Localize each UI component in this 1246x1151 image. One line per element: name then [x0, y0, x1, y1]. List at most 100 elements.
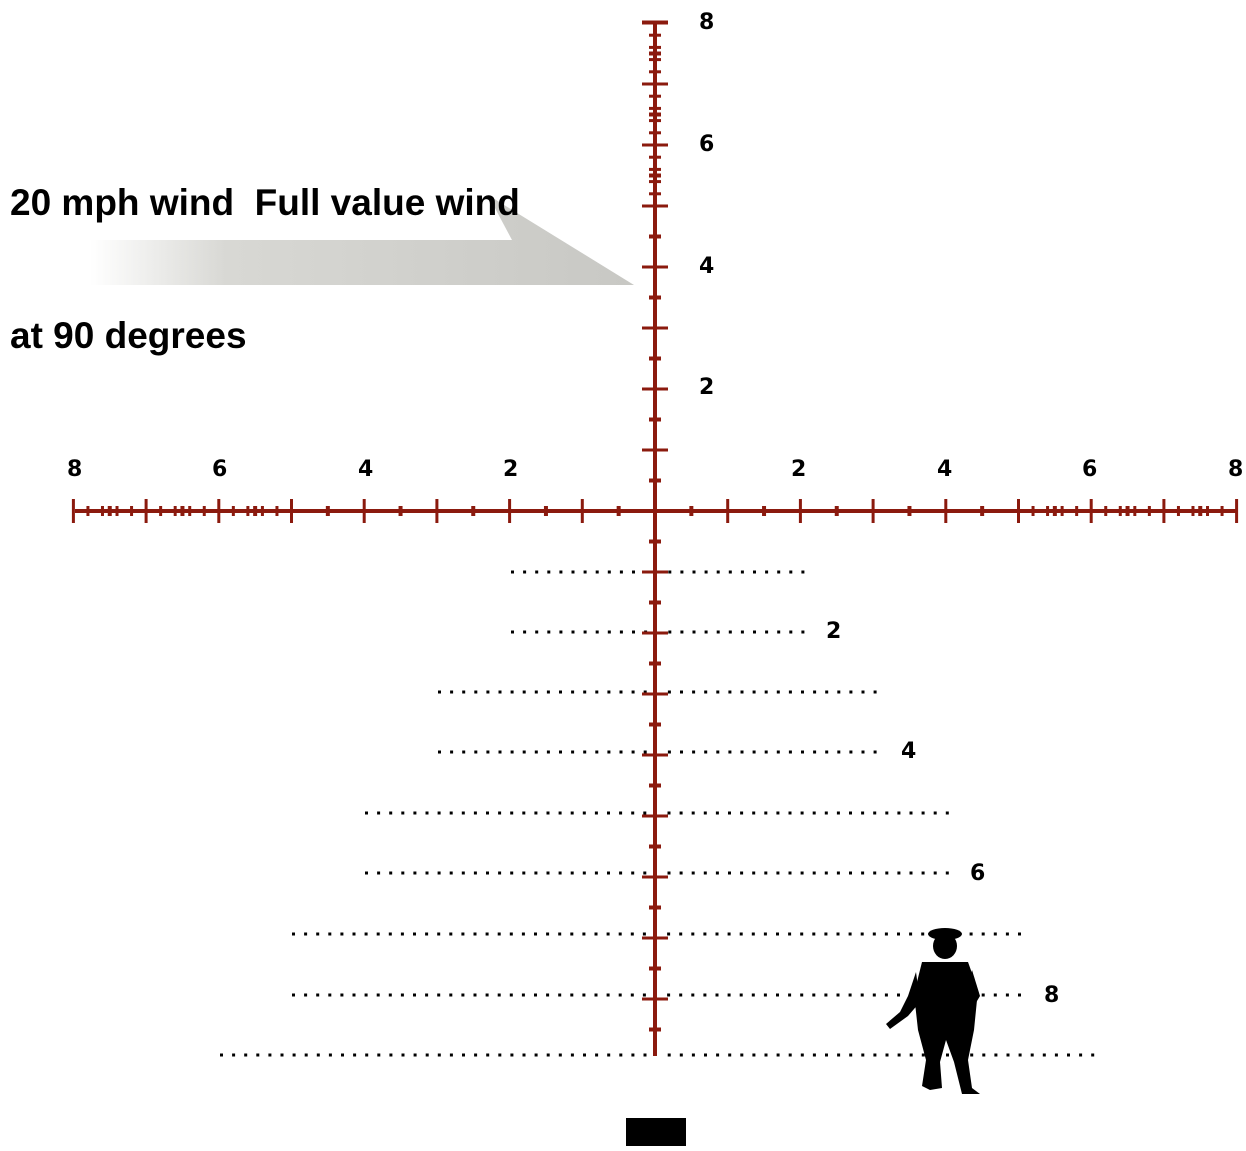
holdover-dot [607, 570, 611, 574]
holdover-dot [607, 750, 611, 754]
holdover-dot [740, 871, 744, 875]
holdover-dot [776, 993, 779, 997]
holdover-dot [679, 993, 683, 997]
holdover-dot [764, 871, 768, 875]
holdover-dot [388, 932, 392, 936]
holdover-dot [461, 871, 465, 875]
holdover-dot [1030, 1053, 1034, 1057]
holdover-dot [861, 811, 865, 815]
holdover-dot [316, 993, 320, 997]
holdover-dot [825, 750, 829, 754]
holdover-dot [583, 690, 587, 694]
holdover-dot [462, 1053, 465, 1057]
holdover-dot [740, 690, 744, 694]
holdover-dot [498, 1053, 502, 1057]
holdover-dot [642, 932, 646, 936]
holdover-dot [981, 993, 985, 997]
holdover-dot [981, 932, 985, 936]
holdover-dot [292, 932, 295, 936]
holdover-dot [777, 630, 781, 634]
holdover-dot [352, 993, 356, 997]
holdover-dot [667, 932, 671, 936]
horizontal-label-right-2: 2 [791, 457, 806, 482]
holdover-dot [559, 690, 562, 694]
holdover-dot [776, 690, 780, 694]
holdover-dot [739, 932, 743, 936]
holdover-dot [534, 690, 538, 694]
vertical-label-6: 6 [699, 132, 714, 157]
holdover-dot [692, 750, 696, 754]
holdover-dot [510, 750, 514, 754]
holdover-dot [559, 630, 563, 634]
wind-direction-arrow-icon [90, 195, 634, 285]
holdover-dot [872, 932, 876, 936]
holdover-dot [365, 811, 368, 815]
vertical-label-2: 2 [699, 375, 714, 400]
holdover-dot [631, 690, 635, 694]
holdover-dot [667, 993, 671, 997]
holdover-dot [607, 690, 611, 694]
wind-caption: 20 mph wind Full value wind at 90 degree… [10, 92, 630, 447]
holdover-dot [461, 811, 465, 815]
holdover-dot [341, 1053, 344, 1057]
holdover-dot [583, 1053, 586, 1057]
holdover-dot [570, 993, 574, 997]
holdover-dot [534, 993, 537, 997]
holdover-dot [812, 993, 816, 997]
holdover-dot [619, 750, 623, 754]
holdover-dot [594, 871, 598, 875]
holdover-dot [909, 1053, 913, 1057]
holdover-dot [848, 932, 852, 936]
holdover-dot [861, 690, 865, 694]
holdover-dot [425, 871, 429, 875]
holdover-dot [763, 932, 767, 936]
holdover-dot [559, 750, 562, 754]
holdover-dot [473, 811, 477, 815]
holdover-dot [813, 690, 817, 694]
holdover-dot [461, 993, 465, 997]
holdover-dot [680, 690, 683, 694]
holdover-dot [582, 993, 586, 997]
holdover-dot [220, 1053, 223, 1057]
holdover-dot [740, 570, 744, 574]
holdover-dot [764, 1053, 768, 1057]
holdover-dot [523, 630, 527, 634]
holdover-dot [571, 690, 575, 694]
holdover-dot [909, 932, 913, 936]
holdover-dot [607, 630, 611, 634]
holdover-dot [509, 993, 513, 997]
holdover-dot [728, 570, 732, 574]
holdover-dot [800, 932, 804, 936]
holdover-dot [885, 811, 889, 815]
horizontal-label-left-4: 4 [358, 457, 373, 482]
holdover-dot [715, 811, 719, 815]
holdover-dot [632, 570, 635, 574]
holdover-dot [704, 570, 708, 574]
holdover-dot [885, 1053, 889, 1057]
holdover-dot [595, 690, 599, 694]
holdover-dot [521, 932, 525, 936]
holdover-dot [364, 993, 368, 997]
holdover-dot [728, 871, 731, 875]
holdover-dot [365, 871, 368, 875]
holdover-dot [547, 570, 551, 574]
holdover-dot [522, 690, 526, 694]
holdover-dot [631, 750, 635, 754]
holdover-dot [1067, 1053, 1070, 1057]
holdover-dot [800, 993, 804, 997]
holdover-dot [377, 1053, 381, 1057]
holdover-dot [571, 570, 575, 574]
holdover-dot [498, 750, 502, 754]
holdover-dot [752, 811, 756, 815]
holdover-dot [897, 1053, 901, 1057]
holdover-dot [728, 690, 732, 694]
holdover-dot [388, 993, 392, 997]
holdover-dot [582, 871, 586, 875]
holdover-dot [328, 1053, 332, 1057]
holdover-dot [304, 932, 308, 936]
holdover-dot [606, 932, 610, 936]
holdover-dot [1018, 993, 1021, 997]
holdover-dot [352, 932, 356, 936]
holdover-dot [776, 750, 780, 754]
holdover-dot [860, 932, 864, 936]
